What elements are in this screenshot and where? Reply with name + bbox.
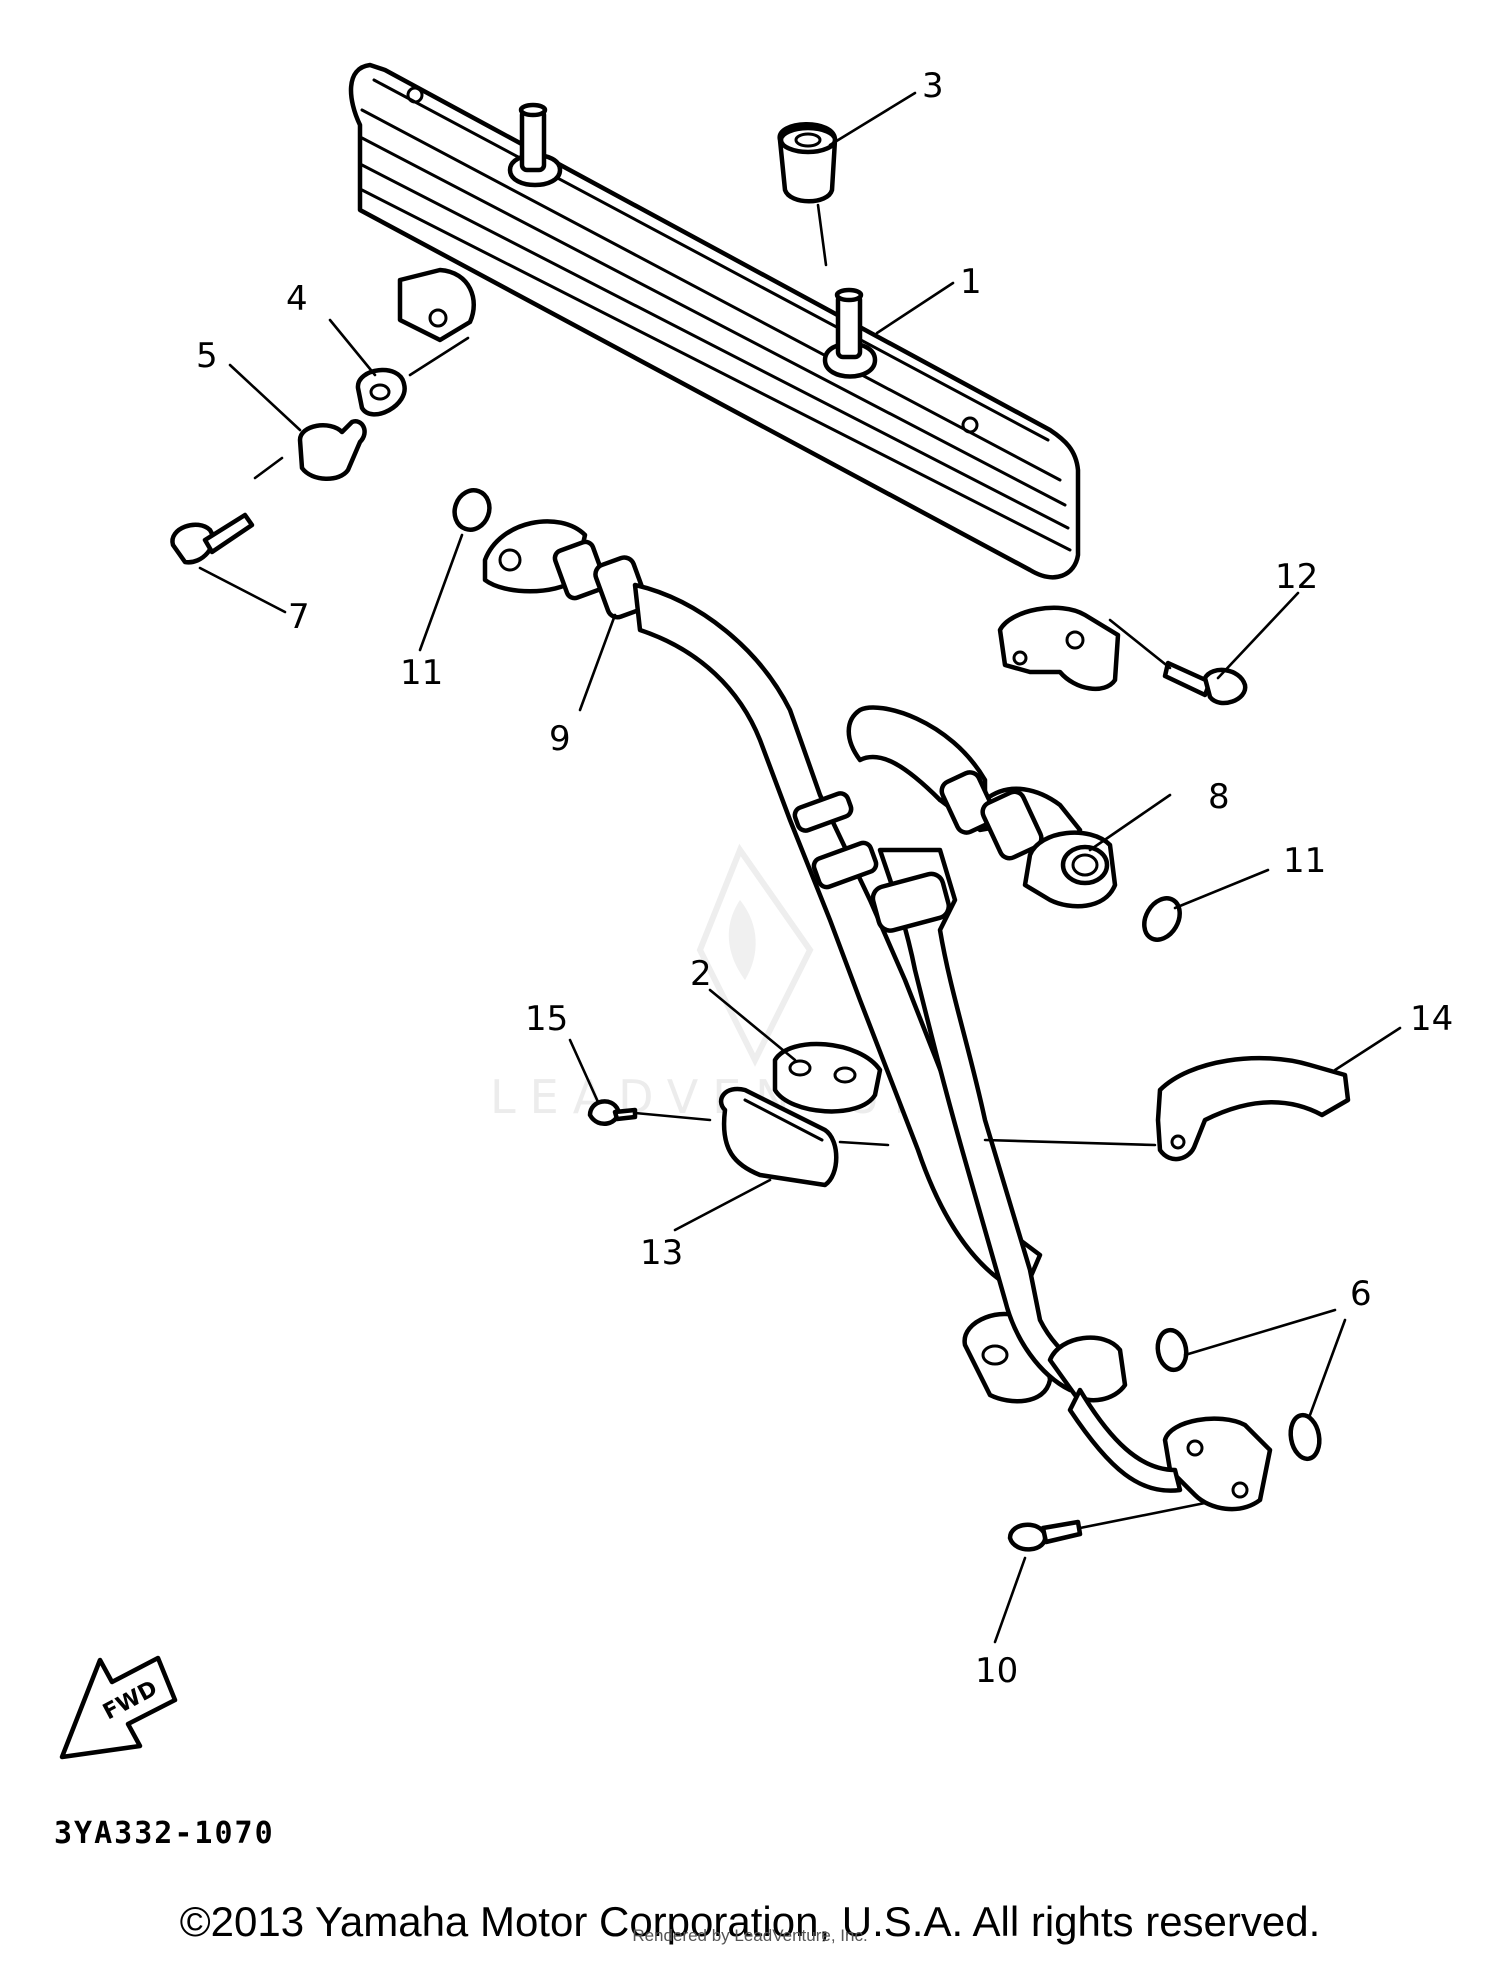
callout-4: 4 [286, 279, 308, 319]
bolt-part-12 [1162, 660, 1248, 706]
rendered-by-credit: Rendered by LeadVenture, Inc. [632, 1926, 868, 1945]
callout-7: 7 [288, 597, 310, 637]
oil-hose-part-9 [482, 519, 1053, 1404]
callout-13: 13 [640, 1233, 683, 1273]
oring-part-11-lower [1142, 896, 1182, 942]
callout-5: 5 [196, 336, 218, 376]
grommet-part-3 [777, 122, 838, 204]
clamp-part-13 [718, 1086, 839, 1188]
callout-11-lower: 11 [1283, 841, 1326, 881]
oring-part-11-upper [452, 488, 492, 532]
oil-hose-part-8 [846, 705, 1273, 1512]
collar-part-5 [297, 419, 367, 481]
leader-lines [198, 91, 1402, 1644]
fwd-arrow-icon: FWD [59, 1655, 178, 1760]
callout-2: 2 [690, 954, 712, 994]
damper-part-2 [772, 1041, 883, 1114]
callout-14: 14 [1410, 999, 1453, 1039]
callout-3: 3 [922, 66, 944, 106]
bracket-part-14 [1155, 1055, 1351, 1162]
oil-cooler [348, 62, 1121, 692]
callout-9: 9 [549, 719, 571, 759]
callout-1: 1 [960, 262, 982, 302]
diagram-code: 3YA332-1070 [54, 1816, 275, 1851]
bolt-part-10 [1007, 1519, 1083, 1552]
bolt-part-15 [587, 1099, 638, 1126]
bolt-part-7 [170, 512, 255, 565]
callout-12: 12 [1275, 557, 1318, 597]
callout-labels: 1 2 3 4 5 6 7 8 9 10 11 11 12 13 14 15 [196, 66, 1453, 1691]
callout-8: 8 [1208, 777, 1230, 817]
oring-part-6 [1155, 1327, 1322, 1462]
callout-6: 6 [1350, 1274, 1372, 1314]
callout-10: 10 [975, 1651, 1018, 1691]
callout-11-upper: 11 [400, 653, 443, 693]
damper-part-4 [355, 367, 407, 417]
callout-15: 15 [525, 999, 568, 1039]
copyright-notice: ©2013 Yamaha Motor Corporation, U.S.A. A… [179, 1898, 1321, 1945]
